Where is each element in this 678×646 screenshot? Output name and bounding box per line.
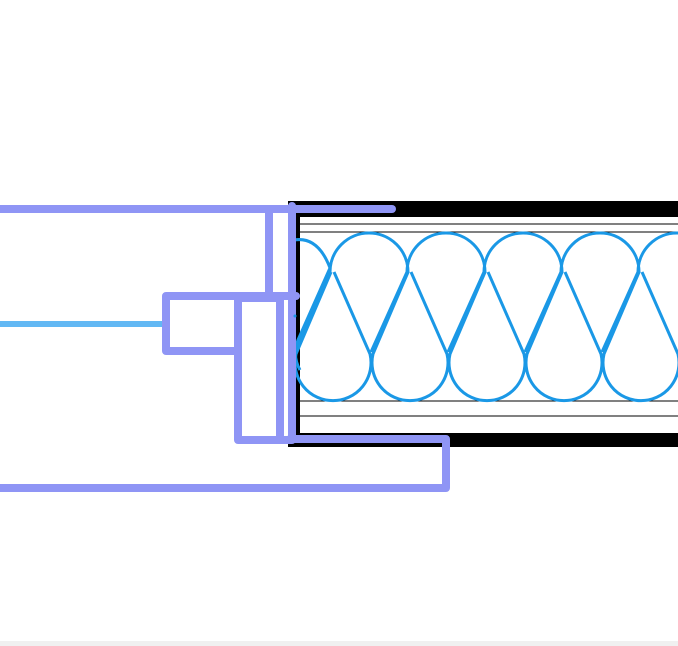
insulation-loop-upper xyxy=(600,231,678,353)
insulation-loop-upper xyxy=(523,231,641,353)
insulation-start-curl xyxy=(293,238,332,371)
insulation-loop-lower xyxy=(524,271,604,403)
insulation-loop-lower xyxy=(370,271,450,403)
bottom-strip xyxy=(0,641,678,646)
insulation-loop-upper xyxy=(369,231,487,353)
profile-middle-box xyxy=(234,294,296,444)
insulation-loop-lower xyxy=(447,271,527,403)
insulation-loop-upper xyxy=(446,231,564,353)
frame-profile xyxy=(0,202,450,492)
insulation-loop-lower xyxy=(601,271,678,403)
profile-bottom-rail xyxy=(0,435,450,492)
insulation-loop-lower xyxy=(293,271,373,403)
clip-dot xyxy=(293,314,297,318)
insulation-loop-upper xyxy=(292,231,410,353)
insulation-pattern xyxy=(292,231,678,403)
